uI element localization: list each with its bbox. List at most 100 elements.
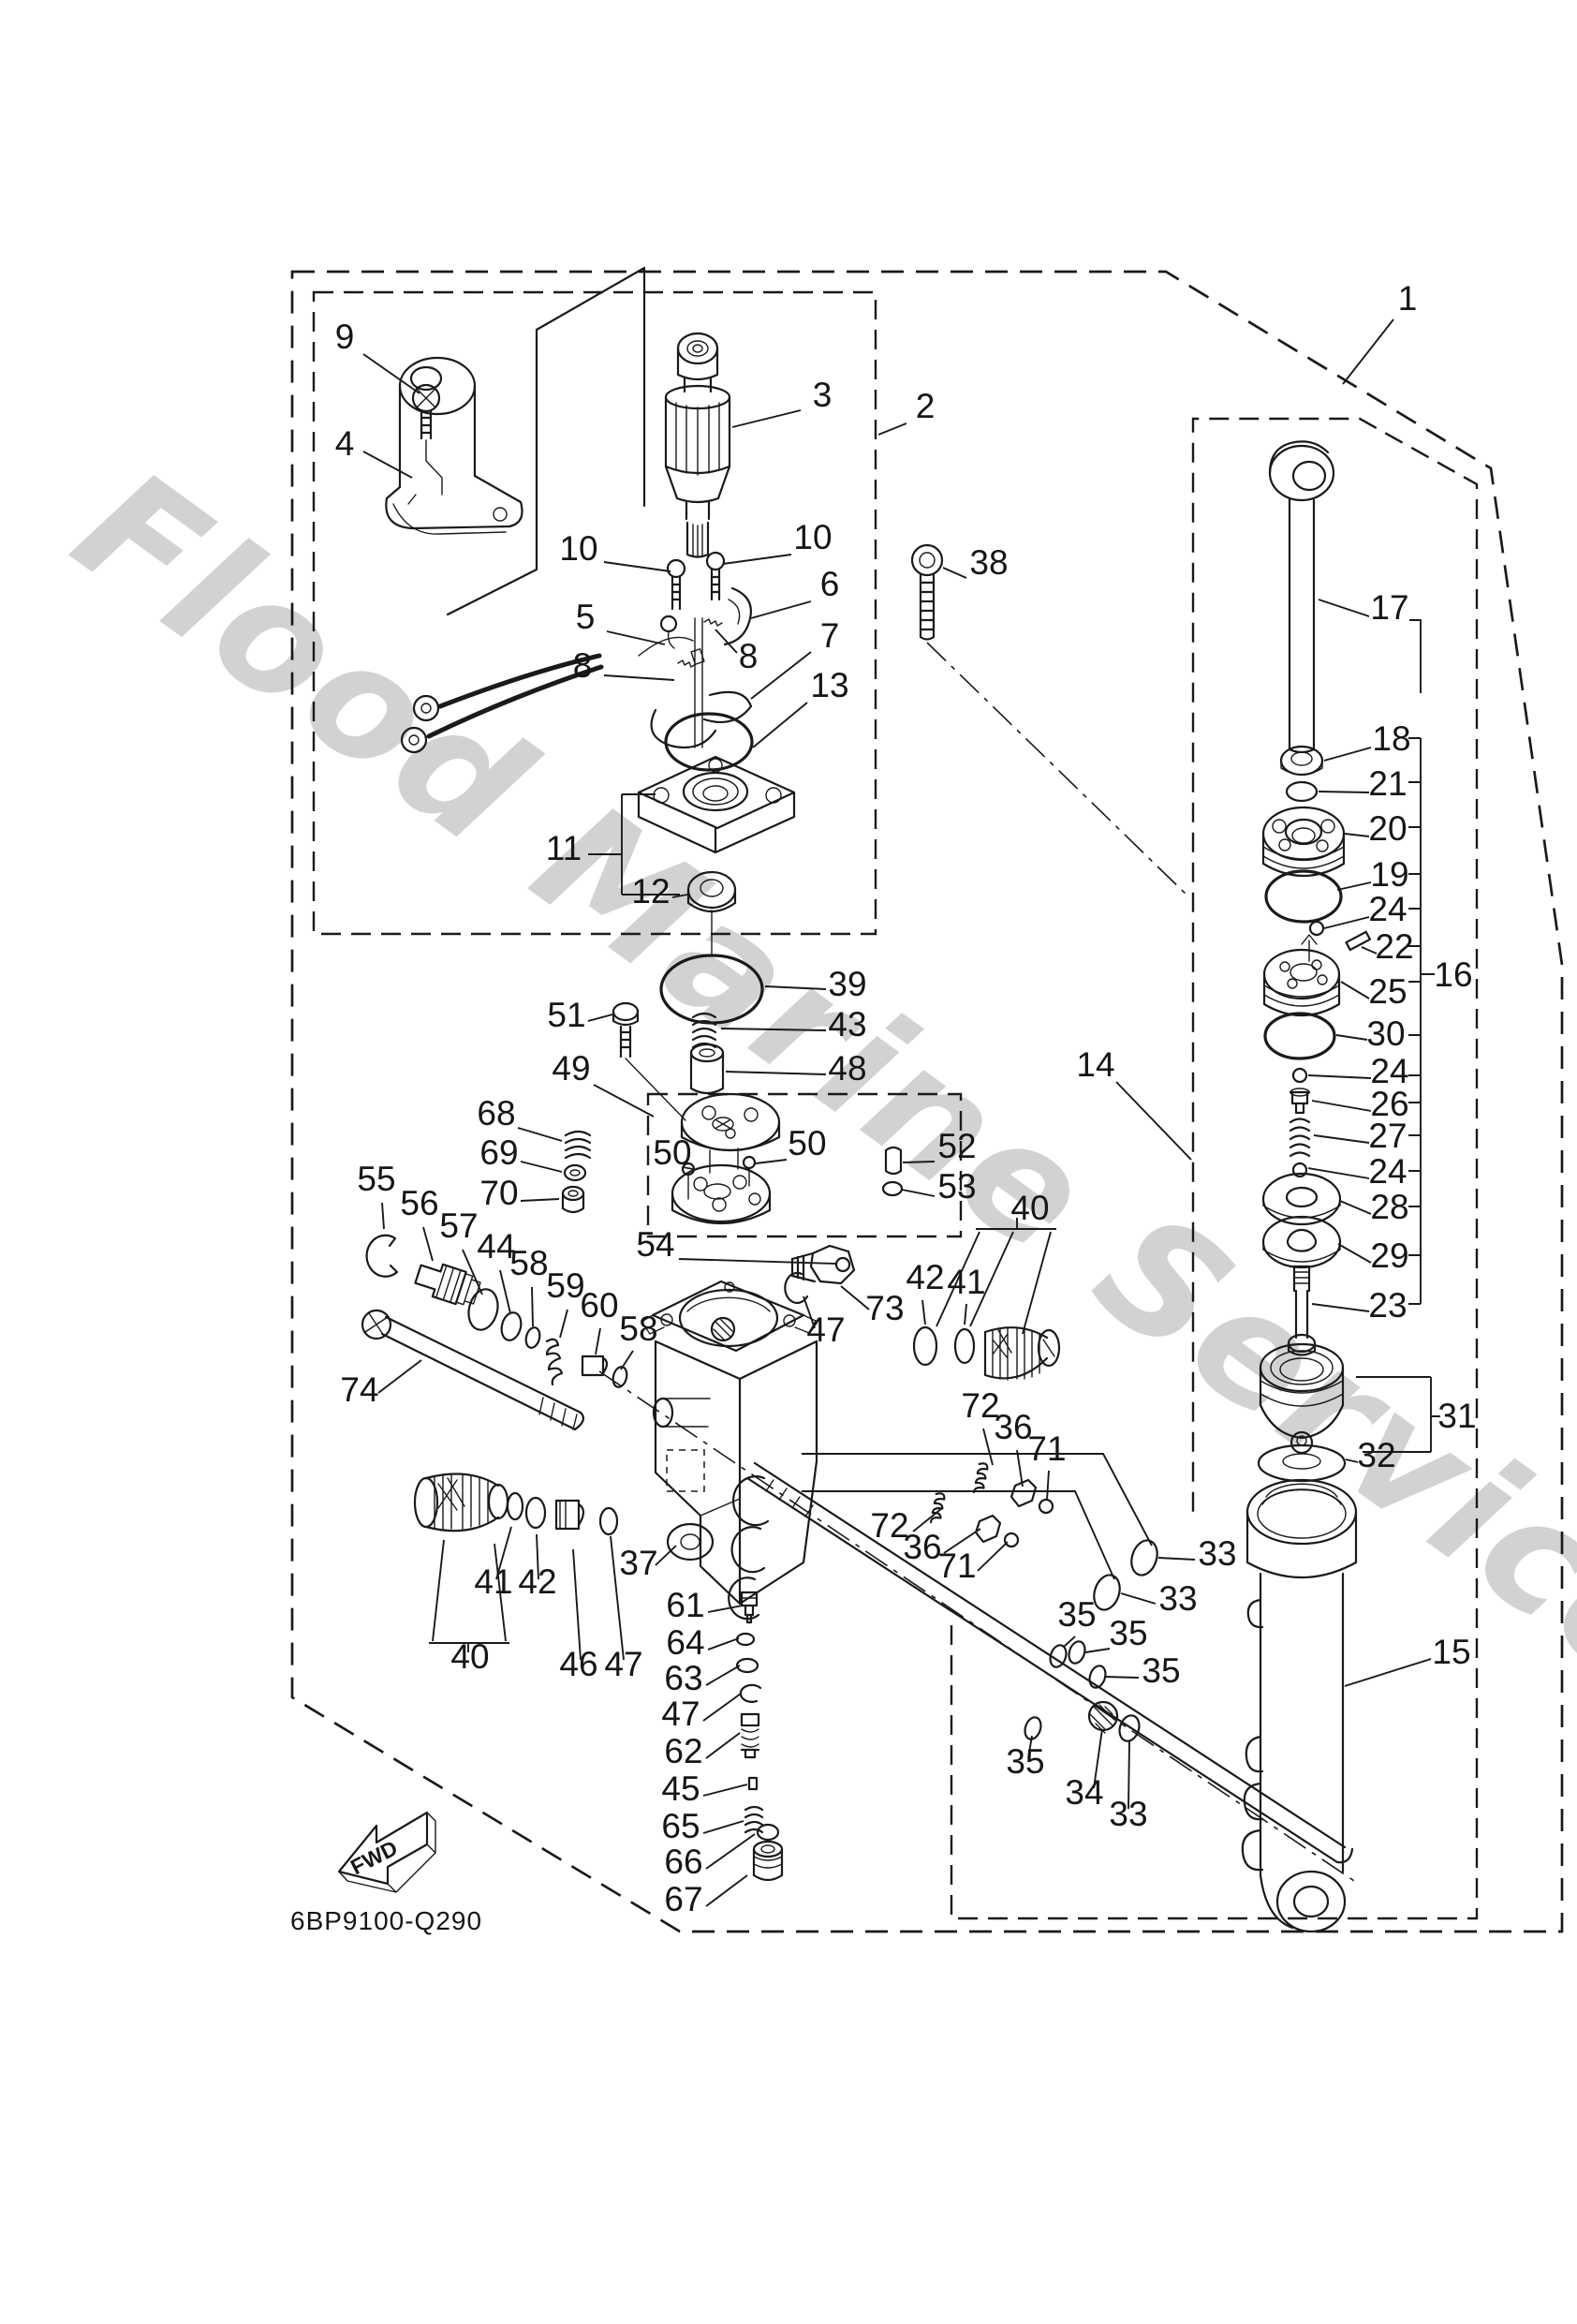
part-label-7-9: 7 (820, 616, 840, 655)
assembly-borders (290, 270, 1564, 1933)
leader-line-64 (707, 1637, 740, 1650)
part-label-35-73: 35 (1109, 1614, 1147, 1652)
screw-51-drawing (612, 1001, 686, 1121)
part-label-51-19: 51 (547, 996, 585, 1034)
fwd-arrow-icon: FWD (337, 1811, 436, 1893)
mount-orings-drawing (1024, 1539, 1158, 1742)
leader-line-22 (1361, 946, 1378, 955)
part-label-1-15: 1 (1398, 279, 1418, 318)
flange-11-drawing (637, 755, 796, 854)
part-label-33-77: 33 (1109, 1795, 1147, 1833)
part-label-4-1: 4 (335, 424, 355, 463)
leader-line-25 (1340, 981, 1370, 999)
part-label-40-31: 40 (1010, 1189, 1049, 1227)
leader-line-32 (1345, 1458, 1359, 1463)
filter-40-drawing (912, 1218, 1061, 1381)
leader-line-57 (462, 1249, 483, 1295)
filter-40-lower-drawing (413, 1473, 619, 1652)
spring-43-drawing (691, 1012, 717, 1049)
leader-line-24 (1307, 1074, 1372, 1079)
part-label-19-48: 19 (1370, 855, 1408, 894)
leader-line-53 (901, 1189, 936, 1197)
leader-line-33 (1120, 1592, 1157, 1605)
leader-line-14 (1115, 1081, 1192, 1161)
part-label-25-52: 25 (1368, 972, 1407, 1011)
screws-10-drawing (666, 551, 726, 611)
part-label-8-8: 8 (739, 637, 759, 675)
part-label-14-43: 14 (1076, 1045, 1114, 1084)
part-label-30-53: 30 (1366, 1014, 1405, 1053)
part-label-45-84: 45 (661, 1769, 700, 1808)
leader-line-68 (517, 1127, 563, 1142)
brush-plate-drawing (638, 586, 753, 749)
part-label-71-69: 71 (937, 1547, 976, 1585)
part-label-33-71: 33 (1158, 1579, 1197, 1618)
part-label-11-11: 11 (546, 829, 582, 867)
part-label-55-34: 55 (357, 1160, 395, 1198)
part-label-6-5: 6 (820, 565, 840, 603)
pin-52-53-54-drawing (834, 1146, 904, 1273)
part-label-41-88: 41 (474, 1562, 512, 1601)
part-label-59-39: 59 (546, 1266, 584, 1305)
leader-line-33 (1157, 1557, 1196, 1561)
part-label-50-24: 50 (653, 1133, 691, 1172)
part-label-10-4: 10 (793, 518, 832, 556)
leader-line-45 (702, 1784, 748, 1797)
leader-line-43 (720, 1028, 827, 1031)
part-label-18-45: 18 (1372, 719, 1410, 758)
part-label-35-74: 35 (1142, 1651, 1180, 1690)
leader-line-72 (912, 1507, 943, 1532)
part-label-41-33: 41 (947, 1263, 985, 1301)
leader-line-27 (1313, 1134, 1370, 1144)
part-label-13-10: 13 (810, 666, 848, 704)
leader-line-26 (1311, 1100, 1372, 1112)
leader-line-72 (982, 1428, 994, 1466)
oring-13-drawing (664, 712, 754, 772)
leader-line-9 (362, 353, 420, 394)
part-label-53-27: 53 (937, 1167, 976, 1206)
part-label-10-3: 10 (559, 529, 597, 568)
leader-line-74 (377, 1359, 422, 1394)
part-label-62-83: 62 (664, 1732, 702, 1770)
leader-line-58 (531, 1286, 534, 1327)
leader-line-61 (707, 1605, 744, 1613)
bracket-17 (1409, 619, 1422, 693)
leader-line-38 (942, 567, 967, 579)
leader-line-69 (520, 1161, 563, 1173)
leader-line-36 (943, 1528, 981, 1554)
part-label-28-58: 28 (1370, 1188, 1408, 1226)
bearing-12-drawing (686, 870, 737, 913)
fwd-arrow-label: FWD (346, 1835, 401, 1879)
part-label-39-16: 39 (828, 965, 866, 1003)
part-label-49-20: 49 (552, 1049, 590, 1088)
leader-line-39 (764, 985, 827, 990)
leader-line-13 (752, 702, 808, 748)
part-label-36-68: 36 (903, 1528, 941, 1566)
watermark-text: Flood Marine Services (43, 435, 1577, 1782)
part-label-47-30: 47 (806, 1310, 845, 1349)
leader-line-67 (705, 1874, 748, 1907)
part-label-22-50: 22 (1375, 927, 1413, 966)
part-label-36-65: 36 (994, 1408, 1032, 1446)
leader-line-62 (705, 1732, 741, 1759)
part-label-38-14: 38 (969, 543, 1008, 582)
leader-line-7 (750, 651, 812, 700)
part-label-44-37: 44 (477, 1227, 515, 1266)
motor-and-armature-drawing (385, 266, 796, 913)
part-label-66-86: 66 (664, 1843, 702, 1881)
cap-67-drawing (752, 1840, 784, 1882)
leader-line-10 (722, 554, 792, 565)
leader-line-37 (655, 1545, 677, 1566)
part-label-72-64: 72 (961, 1386, 999, 1425)
leader-line-8 (715, 629, 738, 654)
pump-rotor-drawing (671, 1092, 781, 1224)
leader-line-60 (595, 1327, 601, 1355)
leader-line-46 (572, 1548, 582, 1661)
leader-line-34 (1093, 1728, 1103, 1789)
leader-line-65 (702, 1820, 744, 1834)
leader-line-44 (499, 1269, 511, 1314)
leader-line-20 (1344, 833, 1370, 837)
part-label-73-29: 73 (865, 1289, 904, 1327)
